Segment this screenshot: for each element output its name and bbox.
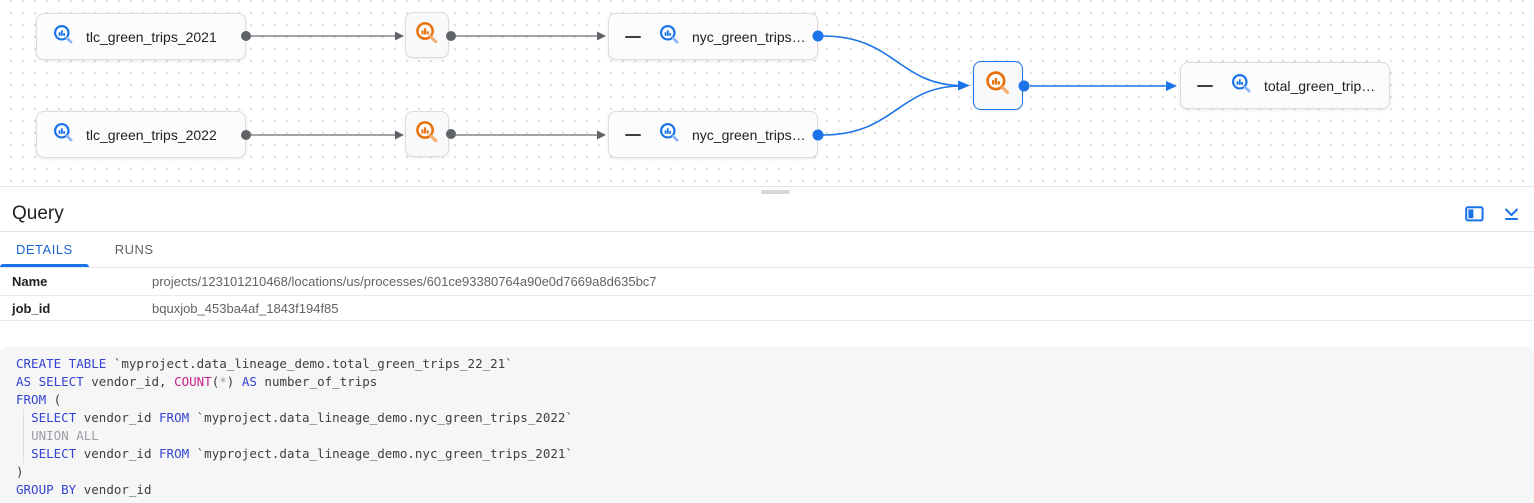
node-nyc-green-trips-2021[interactable]: nyc_green_trips… [608, 13, 818, 60]
node-label: nyc_green_trips… [692, 126, 806, 143]
detail-value: projects/123101210468/locations/us/proce… [152, 274, 657, 289]
node-label: tlc_green_trips_2022 [86, 126, 217, 143]
tab-runs[interactable]: RUNS [89, 232, 180, 267]
bigquery-table-icon [53, 24, 74, 50]
node-query-process-selected[interactable] [973, 61, 1023, 110]
node-total-green-trips[interactable]: total_green_trip… [1180, 62, 1390, 109]
panel-title: Query [12, 202, 64, 224]
bigquery-table-icon [1231, 73, 1252, 99]
lineage-canvas[interactable]: tlc_green_trips_2021 tlc_green_trips_202… [0, 0, 1534, 187]
detail-row-name: Name projects/123101210468/locations/us/… [0, 268, 1534, 296]
bigquery-table-icon [659, 24, 680, 50]
query-process-icon [985, 70, 1011, 101]
node-nyc-green-trips-2022[interactable]: nyc_green_trips… [608, 111, 818, 158]
node-tlc-green-trips-2021[interactable]: tlc_green_trips_2021 [36, 13, 246, 60]
collapse-minus-icon[interactable] [625, 127, 641, 143]
panel-resize-strip [0, 187, 1534, 196]
dock-side-panel-button[interactable] [1465, 205, 1484, 222]
detail-row-job-id: job_id bquxjob_453ba4af_1843f194f85 [0, 296, 1534, 321]
query-process-icon [415, 21, 439, 50]
sql-code: CREATE TABLE `myproject.data_lineage_dem… [16, 355, 1518, 499]
bigquery-table-icon [659, 122, 680, 148]
node-query-process-1[interactable] [405, 12, 449, 58]
detail-label: job_id [12, 300, 51, 316]
collapse-minus-icon[interactable] [625, 29, 641, 45]
bigquery-table-icon [53, 122, 74, 148]
node-label: tlc_green_trips_2021 [86, 28, 217, 45]
node-query-process-2[interactable] [405, 111, 449, 157]
node-label: total_green_trip… [1264, 77, 1376, 94]
node-label: nyc_green_trips… [692, 28, 806, 45]
detail-label: Name [12, 274, 48, 289]
tab-details[interactable]: DETAILS [0, 232, 89, 267]
detail-value: bquxjob_453ba4af_1843f194f85 [152, 300, 339, 316]
panel-drag-handle[interactable] [761, 190, 790, 194]
node-tlc-green-trips-2022[interactable]: tlc_green_trips_2022 [36, 111, 246, 158]
collapse-chevron-icon [1505, 208, 1518, 220]
dock-side-icon [1465, 205, 1484, 221]
collapse-minus-icon[interactable] [1197, 78, 1213, 94]
panel-tab-bar: DETAILS RUNS [0, 232, 1534, 268]
query-process-icon [415, 120, 439, 149]
sql-code-block: CREATE TABLE `myproject.data_lineage_dem… [0, 346, 1534, 503]
collapse-panel-button[interactable] [1503, 205, 1520, 222]
query-panel-header: Query [0, 196, 1534, 232]
